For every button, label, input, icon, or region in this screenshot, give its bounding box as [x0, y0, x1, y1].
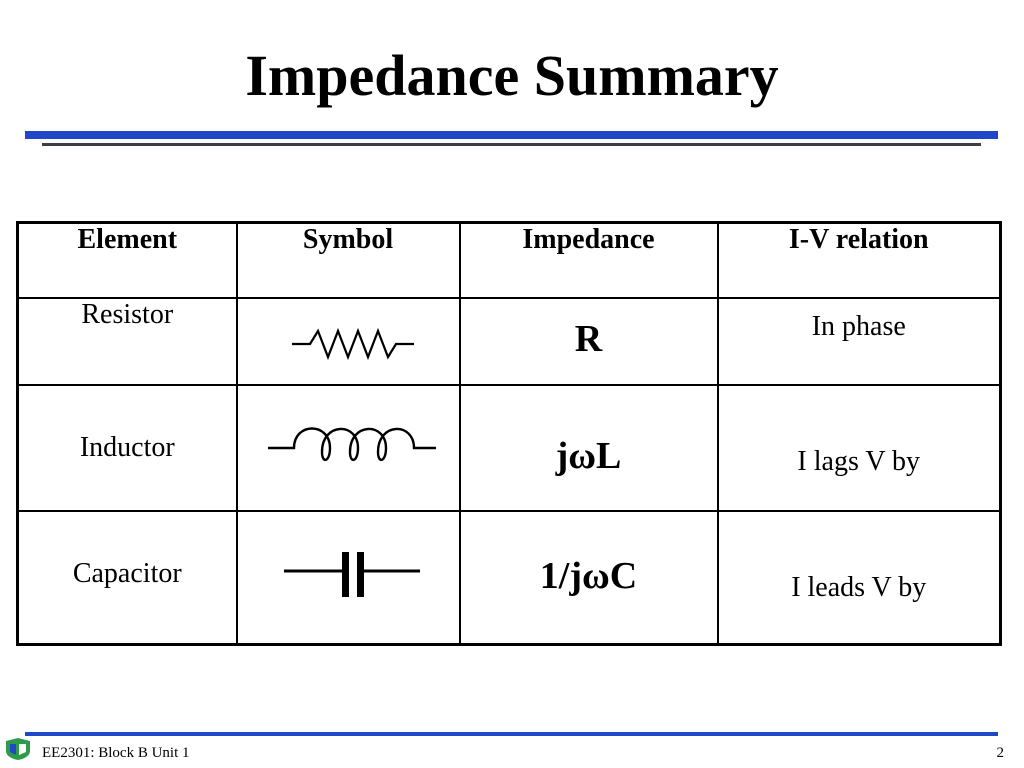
title-rule-blue — [25, 131, 998, 139]
capacitor-symbol-icon — [283, 552, 420, 597]
cell-element: Inductor — [16, 384, 238, 512]
table-header-row: Element Symbol Impedance I-V relation — [16, 221, 1002, 299]
cell-element: Resistor — [16, 297, 238, 386]
cell-symbol — [235, 510, 461, 646]
header-impedance: Impedance — [458, 221, 719, 299]
impedance-table: Element Symbol Impedance I-V relation Re… — [16, 221, 1002, 646]
table-row: Capacitor 1/jωC I leads V by — [16, 510, 1002, 646]
inductor-symbol-icon — [267, 427, 436, 461]
header-iv-relation: I-V relation — [716, 221, 1002, 299]
resistor-symbol-icon — [291, 327, 414, 361]
cell-symbol — [235, 384, 461, 512]
footer-course-label: EE2301: Block B Unit 1 — [42, 745, 190, 761]
cell-iv-relation: I leads V by — [716, 510, 1002, 646]
title-rule-gray — [42, 143, 981, 146]
cell-symbol — [235, 297, 461, 386]
cell-impedance: 1/jωC — [458, 510, 719, 646]
cell-iv-relation: I lags V by — [716, 384, 1002, 512]
slide-title: Impedance Summary — [245, 43, 779, 108]
university-logo-icon — [6, 738, 30, 760]
cell-iv-relation: In phase — [716, 297, 1002, 386]
header-symbol: Symbol — [235, 221, 461, 299]
page-number: 2 — [996, 745, 1005, 761]
cell-impedance: jωL — [458, 384, 719, 512]
table-row: Resistor R In phase — [16, 297, 1002, 386]
footer-rule — [25, 732, 998, 736]
header-element: Element — [16, 221, 238, 299]
cell-impedance: R — [458, 297, 719, 386]
cell-element: Capacitor — [16, 510, 238, 646]
table-row: Inductor jωL I lags V by — [16, 384, 1002, 512]
